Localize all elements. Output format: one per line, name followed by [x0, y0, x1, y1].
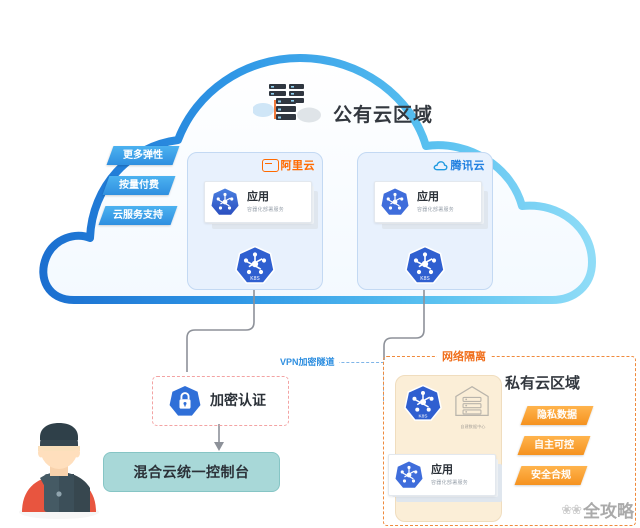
app-card-front[interactable]: 应用 容器化部署服务 [374, 181, 482, 223]
network-isolation-label: 网络隔离 [437, 348, 491, 364]
public-cloud-title: 公有云区域 [333, 105, 434, 126]
kubernetes-platform-badge[interactable]: K8S [405, 245, 445, 290]
console-label: 混合云统一控制台 [133, 464, 250, 480]
svg-text:K8S: K8S [250, 276, 260, 282]
app-card-front[interactable]: 应用 容器化部署服务 [388, 454, 496, 496]
provider-panel-aliyun[interactable]: 阿里云 [187, 152, 323, 290]
datacenter-caption: 自建数据中心 [460, 424, 486, 429]
server-rack-icon [252, 78, 323, 128]
ribbon-label: 云服务支持 [113, 210, 163, 221]
provider-logo-text: 腾讯云 [450, 160, 485, 172]
provider-panel-tencent[interactable]: 腾讯云 [357, 152, 493, 290]
hybrid-cloud-console-button[interactable]: 混合云统一控制台 [103, 452, 280, 492]
kubernetes-platform-badge[interactable]: K8S [235, 245, 275, 290]
watermark-text: 全攻略 [583, 502, 634, 521]
app-card[interactable]: 应用 容器化部署服务 [388, 454, 506, 506]
app-card-subtitle: 容器化部署服务 [247, 206, 285, 213]
provider-logo-text: 阿里云 [280, 160, 315, 172]
ribbon-label: 按量付费 [119, 180, 159, 191]
kubernetes-icon [211, 188, 239, 215]
datacenter-icon: 自建数据中心 [452, 384, 494, 430]
tencent-cloud-mark-icon [433, 159, 448, 171]
alibaba-cloud-logo: 阿里云 [261, 158, 316, 172]
ribbon-public-benefit-2: 按量付费 [102, 176, 176, 195]
kubernetes-icon [381, 188, 409, 215]
vpn-tunnel-label: VPN加密隧道 [276, 355, 339, 368]
encryption-label: 加密认证 [210, 392, 266, 408]
kubernetes-platform-badge[interactable]: K8S [404, 384, 442, 427]
app-card-title: 应用 [431, 463, 453, 476]
private-cloud-title: 私有云区域 [505, 375, 581, 392]
encryption-box[interactable] [152, 376, 289, 426]
ribbon-public-benefit-3: 云服务支持 [98, 206, 178, 225]
tencent-cloud-logo: 腾讯云 [433, 158, 486, 172]
svg-text:K8S: K8S [420, 276, 430, 282]
lock-shield-icon [168, 384, 202, 423]
watermark: ❀❀ 全攻略 [561, 497, 634, 522]
ribbon-public-benefit-1: 更多弹性 [106, 146, 180, 165]
app-card[interactable]: 应用 容器化部署服务 [374, 181, 492, 233]
kubernetes-icon [395, 461, 423, 488]
operator-avatar-icon [14, 408, 104, 525]
watermark-icon: ❀❀ [561, 501, 582, 517]
app-card-front[interactable]: 应用 容器化部署服务 [204, 181, 312, 223]
app-card-subtitle: 容器化部署服务 [431, 479, 469, 486]
ribbon-label: 更多弹性 [123, 150, 163, 161]
ribbon-private-benefit-3: 安全合规 [514, 466, 588, 485]
app-card-title: 应用 [247, 190, 269, 203]
app-card-subtitle: 容器化部署服务 [417, 206, 455, 213]
app-card[interactable]: 应用 容器化部署服务 [204, 181, 322, 233]
private-cloud-isolation-region [383, 356, 636, 526]
svg-text:K8S: K8S [419, 413, 428, 419]
alibaba-cloud-mark-icon [261, 158, 279, 172]
ribbon-private-benefit-1: 隐私数据 [520, 406, 594, 425]
ribbon-label: 隐私数据 [537, 410, 577, 421]
ribbon-label: 自主可控 [534, 440, 574, 451]
ribbon-label: 安全合规 [531, 470, 571, 481]
ribbon-private-benefit-2: 自主可控 [517, 436, 591, 455]
app-card-title: 应用 [417, 190, 439, 203]
private-cloud-panel[interactable]: K8S 自建数据中心 [388, 375, 502, 522]
